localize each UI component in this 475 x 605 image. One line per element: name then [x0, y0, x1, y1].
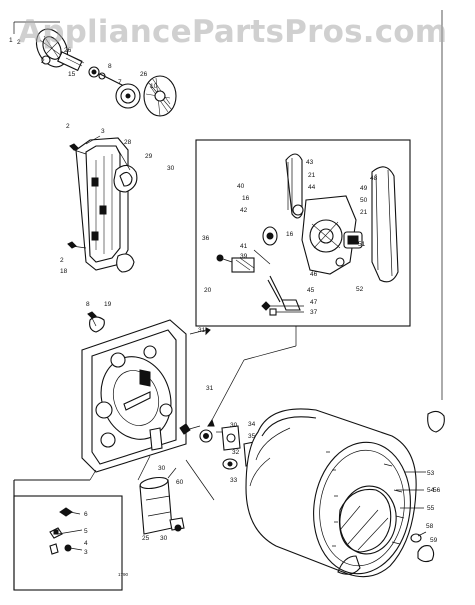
callout-46: 33: [230, 477, 238, 484]
callout-37: 37: [310, 309, 318, 316]
callout-2: 2: [17, 39, 21, 46]
callout-23: 36: [202, 235, 210, 242]
callout-12: 28: [124, 139, 132, 146]
callout-10: 2: [66, 123, 70, 130]
callout-8: 26: [140, 71, 148, 78]
callout-50: 30: [160, 535, 168, 542]
callout-25: 39: [240, 253, 248, 260]
rear-bulkhead: [81, 311, 211, 473]
inset-frame: [195, 139, 411, 327]
callout-41: 31: [206, 385, 214, 392]
callout-45: 32: [232, 449, 240, 456]
blower-housing: [67, 135, 138, 273]
callout-55: 53: [427, 470, 435, 477]
callout-30: 21: [360, 209, 368, 216]
callout-34: 20: [204, 287, 212, 294]
callout-4: 26: [64, 47, 72, 54]
motor-detail-inset: [195, 139, 411, 327]
callout-49: 25: [142, 535, 150, 542]
figure-code: 1790: [118, 572, 129, 577]
callout-11: 3: [101, 128, 105, 135]
part-callouts: 1 2 2 26 15 8 7 26 10 2 3 28 29 30 2 18 …: [9, 37, 441, 577]
callout-9: 10: [150, 83, 158, 90]
callout-19: 44: [308, 184, 316, 191]
callout-31: 51: [358, 241, 366, 248]
callout-28: 49: [360, 185, 368, 192]
callout-20: 40: [237, 183, 245, 190]
motor-capacitor: [139, 467, 185, 535]
callout-44: 35: [248, 433, 256, 440]
callout-39: 19: [104, 301, 112, 308]
callout-47: 30: [158, 465, 166, 472]
dryer-drum: [245, 408, 426, 578]
callout-43: 34: [248, 421, 256, 428]
callout-27: 48: [370, 175, 378, 182]
callout-54: 3: [84, 549, 88, 556]
callout-29: 50: [360, 197, 368, 204]
callout-35: 45: [307, 287, 315, 294]
callout-13: 29: [145, 153, 153, 160]
callout-17: 43: [306, 159, 314, 166]
callout-15: 2: [60, 257, 64, 264]
callout-18: 21: [308, 172, 316, 179]
callout-60: 59: [430, 537, 438, 544]
callout-57: 56: [433, 487, 441, 494]
callout-24: 41: [240, 243, 248, 250]
callout-56: 54: [427, 487, 435, 494]
callout-21: 16: [242, 195, 250, 202]
callout-3: 2: [41, 58, 45, 65]
callout-22: 42: [240, 207, 248, 214]
callout-32: 46: [310, 271, 318, 278]
callout-59: 58: [426, 523, 434, 530]
callout-38: 8: [86, 301, 90, 308]
callout-52: 5: [84, 528, 88, 535]
callout-14: 30: [167, 165, 175, 172]
callout-58: 55: [427, 505, 435, 512]
callout-42: 30: [230, 422, 238, 429]
callout-40: 31: [198, 327, 206, 334]
callout-51: 6: [84, 511, 88, 518]
callout-16: 18: [60, 268, 68, 275]
callout-53: 4: [84, 540, 88, 547]
drum-glide-parts: [410, 410, 445, 563]
small-parts-frame: [13, 495, 123, 591]
callout-33: 52: [356, 286, 364, 293]
callout-36: 47: [310, 299, 318, 306]
callout-26: 16: [286, 231, 294, 238]
callout-48: 60: [176, 479, 184, 486]
callout-6: 8: [108, 63, 112, 70]
blower-assembly: [13, 21, 177, 117]
callout-7: 7: [118, 79, 122, 86]
small-parts-inset: [13, 469, 123, 591]
callout-5: 15: [68, 71, 76, 78]
callout-1: 1: [9, 37, 13, 44]
